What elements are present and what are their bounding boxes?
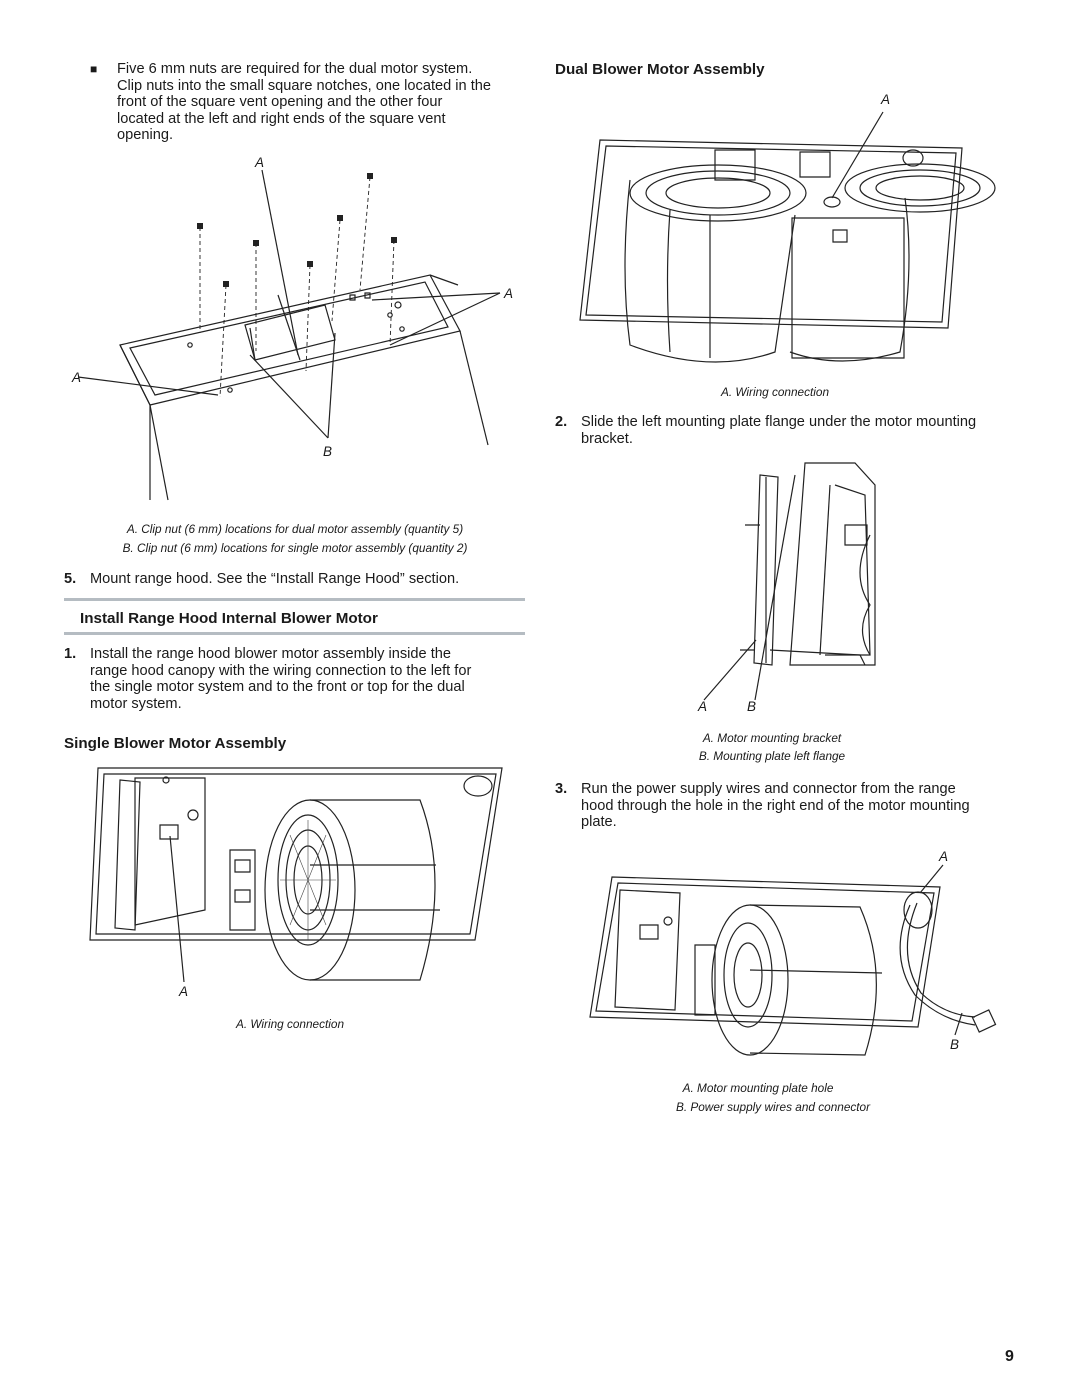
clip-nut-drawing [60, 155, 530, 515]
step-line: range hood canopy with the wiring connec… [90, 662, 472, 679]
step-text: Mount range hood. See the “Install Range… [90, 571, 460, 587]
flange-caption-a: A. Motor mounting bracket [702, 731, 842, 745]
step-line: bracket. [581, 430, 633, 447]
step-number: 1. [64, 646, 77, 662]
flange-label-a: A [698, 699, 708, 714]
bullet-line: opening. [117, 127, 173, 144]
fig1-label-a-top: A [255, 155, 265, 170]
section-rule-bottom [64, 632, 525, 635]
bullet-line: located at the left and right ends of th… [117, 110, 446, 127]
clip-nut-diagram: A A A B [60, 155, 530, 515]
fig1-label-a-left: A [72, 370, 82, 385]
step-5: 5. Mount range hood. See the “Install Ra… [64, 571, 524, 589]
bullet-line: front of the square vent opening and the… [117, 94, 443, 111]
page-number: 9 [1005, 1348, 1014, 1365]
flange-label-b: B [747, 699, 757, 714]
dual-label-a: A [881, 92, 891, 107]
section-rule-top [64, 598, 525, 601]
flange-diagram: A B [680, 455, 900, 720]
wires-drawing [570, 845, 1010, 1070]
wires-diagram: A B [570, 845, 1010, 1070]
fig1-label-a-right: A [504, 286, 514, 301]
dual-blower-diagram: A [570, 90, 1000, 380]
single-blower-heading: Single Blower Motor Assembly [64, 735, 287, 752]
single-label-a: A [179, 984, 189, 999]
fig1-caption-a: A. Clip nut (6 mm) locations for dual mo… [126, 522, 464, 536]
wires-caption-a: A. Motor mounting plate hole [682, 1081, 834, 1095]
single-blower-drawing [80, 760, 520, 1010]
dual-blower-heading: Dual Blower Motor Assembly [555, 61, 765, 78]
step-2: 2. Slide the left mounting plate flange … [555, 414, 1025, 450]
fig1-label-b: B [323, 444, 333, 459]
fig1-caption-b: B. Clip nut (6 mm) locations for single … [122, 541, 468, 555]
wires-caption-b: B. Power supply wires and connector [675, 1100, 871, 1114]
dual-caption: A. Wiring connection [720, 385, 830, 399]
single-blower-diagram: A [80, 760, 520, 1010]
wires-label-a: A [939, 849, 949, 864]
single-caption: A. Wiring connection [235, 1017, 345, 1031]
step-line: the single motor system and to the front… [90, 679, 465, 696]
bullet-line: Clip nuts into the small square notches,… [117, 77, 491, 94]
flange-caption-b: B. Mounting plate left flange [698, 749, 846, 763]
step-number: 5. [64, 571, 77, 587]
step-1: 1. Install the range hood blower motor a… [64, 646, 524, 716]
step-number: 2. [555, 414, 568, 430]
step-line: motor system. [90, 695, 182, 712]
dual-blower-drawing [570, 90, 1000, 380]
step-3: 3. Run the power supply wires and connec… [555, 781, 1025, 835]
flange-drawing [680, 455, 900, 720]
bullet-line: Five 6 mm nuts are required for the dual… [117, 61, 473, 77]
bullet-marker: ■ [90, 62, 98, 76]
step-line: hood through the hole in the right end o… [581, 797, 970, 814]
step-line: Install the range hood blower motor asse… [90, 646, 451, 662]
step-number: 3. [555, 781, 568, 797]
wires-label-b: B [950, 1037, 960, 1052]
step-line: Run the power supply wires and connector… [581, 781, 956, 797]
step-line: Slide the left mounting plate flange und… [581, 414, 977, 430]
step-line: plate. [581, 814, 617, 831]
section-heading: Install Range Hood Internal Blower Motor [80, 610, 378, 627]
